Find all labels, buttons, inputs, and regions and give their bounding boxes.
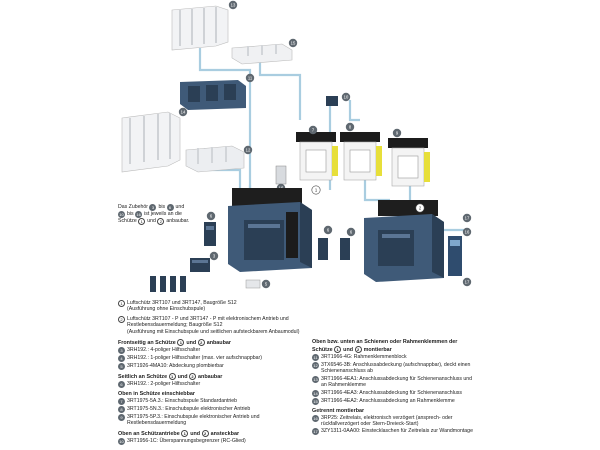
callout-3 [209, 251, 219, 261]
callout-label: 7 [312, 128, 315, 133]
aux-switch-3: 3 [190, 251, 219, 272]
callout-label: 15 [291, 41, 296, 46]
rc-element-10: 10 [326, 92, 351, 106]
callout-14 [178, 107, 188, 117]
coil-9: 9 [388, 128, 430, 187]
cover-14: 14 [121, 107, 188, 173]
callout-12 [243, 145, 253, 155]
callout-label: 3 [213, 254, 216, 259]
timer-relay-16: 17 16 17 [448, 213, 472, 287]
callout-label: 10 [344, 95, 349, 100]
callout-11 [245, 73, 255, 83]
callout-15 [288, 38, 298, 48]
callout-17a [462, 213, 472, 223]
callout-label: 17 [465, 216, 470, 221]
callout-2 [415, 203, 425, 213]
callout-16b [462, 227, 472, 237]
cover-12: 12 [185, 145, 253, 173]
callout-label: 14 [181, 110, 186, 115]
right-accessory-list: Oben bzw. unten an Schienen oder Rahmenk… [312, 336, 522, 436]
callout-label: 5 [265, 282, 268, 287]
callout-1 [311, 185, 321, 195]
callout-5 [261, 279, 271, 289]
callout-9 [392, 128, 402, 138]
aux-switch-4 [150, 276, 186, 292]
callout-label: 13 [231, 3, 236, 8]
callout-6 [206, 211, 216, 221]
product-1: 1 Luftschütz 3RT107 und 3RT147, Baugröße… [118, 300, 318, 313]
section-separate: Getrennt montierbar [312, 407, 365, 414]
terminal-block-11: 11 [180, 73, 255, 110]
callout-7 [308, 125, 318, 135]
callout-13 [228, 0, 238, 10]
callout-label: 11 [248, 76, 253, 81]
coil-7: 7 [296, 125, 338, 181]
callout-8 [345, 122, 355, 132]
exploded-assembly-diagram: 13 15 11 10 14 12 7 [121, 0, 472, 292]
aux-switch-6-left: 6 [204, 211, 216, 246]
product-2: 2 Luftschütz 3RT107 - P und 3RT147 - P m… [118, 315, 318, 335]
callout-17b [462, 277, 472, 287]
cover-13: 13 [171, 0, 238, 51]
callout-label: 16 [465, 230, 470, 235]
callout-label: 9 [396, 131, 399, 136]
callout-label: 2 [419, 206, 422, 211]
callout-label: 12 [246, 148, 251, 153]
coil-8: 8 [340, 122, 382, 181]
callout-label: 6 [350, 230, 353, 235]
section-rails: Oben bzw. unten an Schienen oder Rahmenk… [312, 339, 458, 353]
section-top-insert: Oben in Schütze einschiebbar [118, 391, 195, 397]
callout-10 [341, 92, 351, 102]
callout-label: 1 [315, 188, 318, 193]
cover-15: 15 [231, 38, 298, 65]
contactor-1: 1 [228, 185, 321, 272]
cover-5: 5 [245, 279, 271, 289]
product-list: 1 Luftschütz 3RT107 und 3RT147, Baugröße… [118, 300, 318, 336]
callout-label: 17 [465, 280, 470, 285]
contactor-2: 2 [364, 200, 444, 282]
callout-6b [323, 225, 333, 235]
callout-6c [346, 227, 356, 237]
callout-label: 6 [327, 228, 330, 233]
callout-label: 6 [210, 214, 213, 219]
callout-label: 8 [349, 125, 352, 130]
